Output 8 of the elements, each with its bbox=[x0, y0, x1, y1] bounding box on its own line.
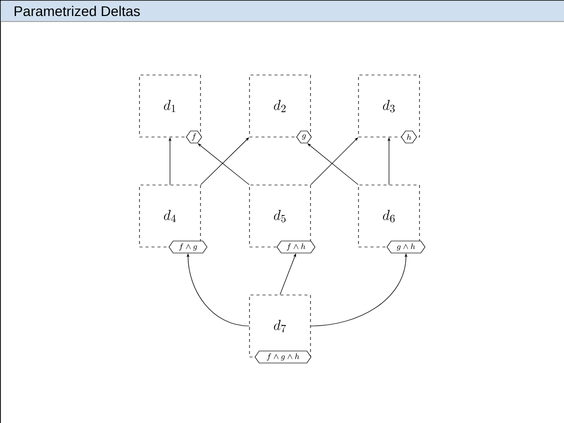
hexagon-tag: $f \wedge g$ bbox=[168, 240, 208, 254]
hexagon-tag: $f \wedge g \wedge h$ bbox=[254, 350, 312, 364]
hexagon-tag: $h$ bbox=[400, 130, 418, 144]
title-bar: Parametrized Deltas bbox=[0, 0, 564, 22]
hexagon-tag: $g$ bbox=[296, 130, 312, 144]
hexagon-tag: $g \wedge h$ bbox=[386, 240, 426, 254]
hexagon-tag: $f \wedge h$ bbox=[276, 240, 316, 254]
hexagon-tag: $f$ bbox=[186, 130, 202, 144]
